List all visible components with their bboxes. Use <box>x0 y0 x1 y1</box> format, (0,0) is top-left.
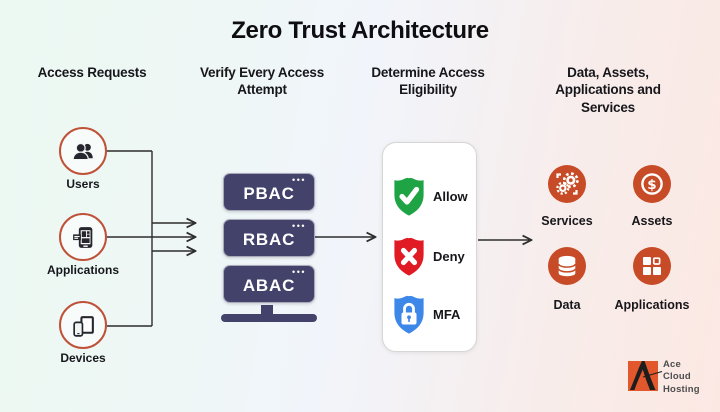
devices-icon <box>72 315 94 337</box>
allow-row: Allow <box>392 175 468 217</box>
menu-dots-icon: ••• <box>292 175 306 185</box>
devices-circle <box>59 301 107 349</box>
header-determine-eligibility: Determine Access Eligibility <box>371 65 485 98</box>
abac-label: ABAC <box>242 275 296 295</box>
mobile-apps-icon <box>72 226 92 248</box>
ace-logo-icon <box>628 361 663 391</box>
x-shield-icon <box>394 237 424 276</box>
header-access-requests: Access Requests <box>37 65 147 80</box>
services-circle <box>548 165 586 203</box>
data-label: Data <box>553 298 581 312</box>
assets-circle: $ <box>633 165 671 203</box>
header-verify-every-access: Verify Every Access Attempt <box>199 65 325 98</box>
logo-line-3: Hosting <box>663 383 700 395</box>
abac-box: ABAC ••• <box>223 265 315 303</box>
header-data-assets: Data, Assets, Applications and Services <box>555 65 661 115</box>
ace-cloud-hosting-logo: Ace Cloud Hosting <box>624 357 720 403</box>
applications-resource-circle <box>633 247 671 285</box>
pbac-label: PBAC <box>243 183 295 203</box>
devices-label: Devices <box>60 351 106 365</box>
page-title: Zero Trust Architecture <box>231 17 489 44</box>
mfa-label: MFA <box>433 306 461 322</box>
applications-label: Applications <box>46 263 119 277</box>
lock-shield-icon <box>394 295 424 334</box>
check-shield-icon <box>394 177 424 216</box>
server-stand-base <box>221 314 317 322</box>
rbac-box: RBAC ••• <box>223 219 315 257</box>
eligibility-panel: Allow Deny MFA <box>382 142 477 352</box>
app-grid-icon <box>643 257 661 275</box>
gears-icon <box>556 172 579 195</box>
rbac-label: RBAC <box>242 229 296 249</box>
database-icon <box>557 255 577 277</box>
logo-text: Ace Cloud Hosting <box>663 359 700 396</box>
allow-label: Allow <box>433 188 468 204</box>
deny-row: Deny <box>392 235 465 277</box>
menu-dots-icon: ••• <box>292 221 306 231</box>
menu-dots-icon: ••• <box>292 267 306 277</box>
deny-label: Deny <box>433 248 465 264</box>
applications-circle <box>59 213 107 261</box>
users-label: Users <box>66 177 100 191</box>
users-circle <box>59 127 107 175</box>
logo-line-1: Ace <box>663 359 682 370</box>
data-circle <box>548 247 586 285</box>
assets-label: Assets <box>631 214 673 228</box>
pbac-box: PBAC ••• <box>223 173 315 211</box>
applications-resource-label: Applications <box>614 298 690 312</box>
logo-line-2: Cloud <box>663 371 691 383</box>
dollar-icon: $ <box>641 173 663 195</box>
mfa-row: MFA <box>392 293 460 335</box>
services-label: Services <box>541 214 593 228</box>
svg-text:$: $ <box>647 177 656 193</box>
users-icon <box>71 142 93 160</box>
